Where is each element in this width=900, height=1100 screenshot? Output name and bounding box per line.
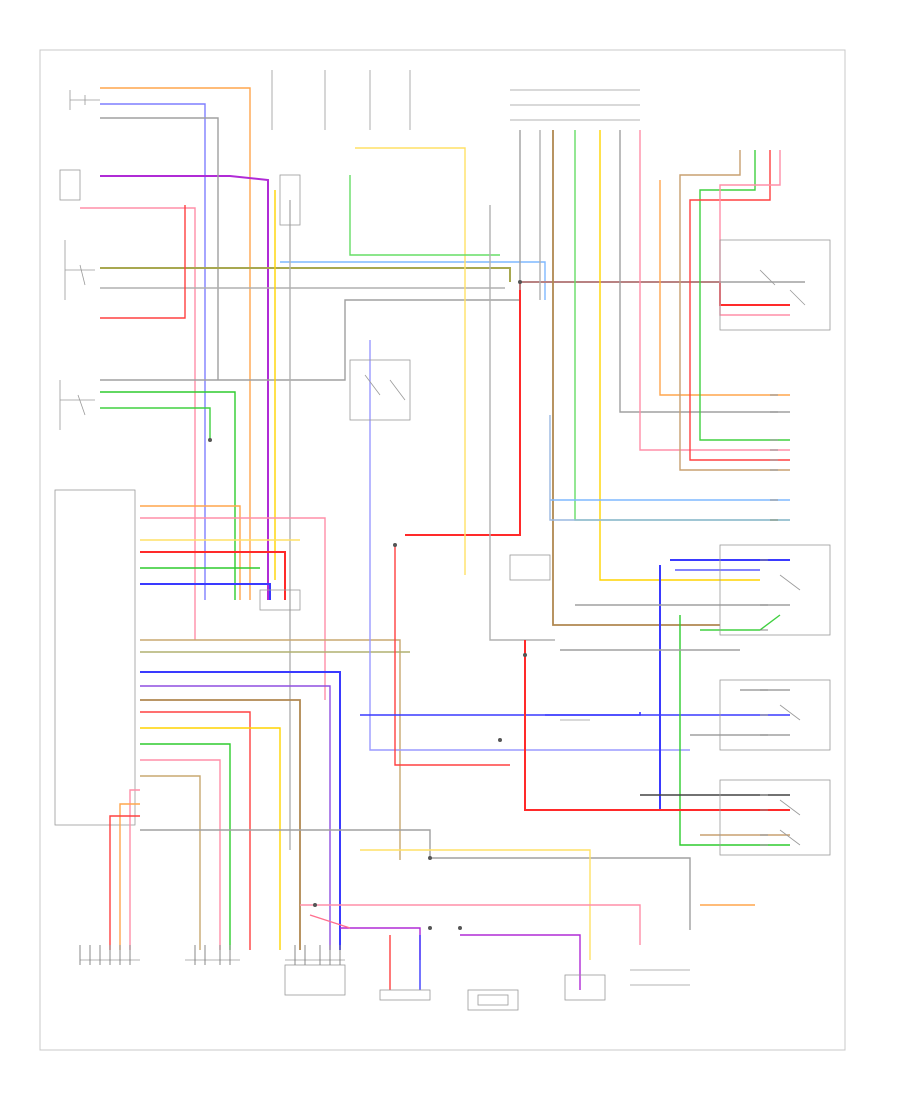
wire-lightblue-1 — [280, 261, 546, 300]
wire-purple-3 — [460, 934, 581, 990]
wire-blue-2 — [140, 583, 271, 600]
wires — [80, 87, 805, 990]
wire-orange-3 — [119, 803, 140, 950]
wire-pink-7 — [639, 130, 790, 451]
wire-lightblue-3 — [549, 415, 790, 521]
wire-yellow-5 — [360, 849, 591, 960]
connector-ticks — [79, 394, 778, 965]
wire-brown-5 — [679, 150, 790, 471]
wire-pink-6 — [309, 914, 351, 929]
wire-green-6 — [574, 130, 790, 521]
wire-purple-1 — [100, 175, 269, 600]
wire-green-7 — [699, 150, 790, 441]
wire-olive-1 — [100, 267, 511, 282]
wire-gray-3 — [100, 299, 520, 381]
wire-pink-1 — [80, 207, 196, 640]
wire-gray-9 — [619, 130, 790, 413]
diagram-frame — [39, 49, 846, 1051]
wire-gray-1 — [100, 117, 219, 380]
wire-blue-3 — [140, 671, 341, 950]
wire-brown-3 — [140, 775, 201, 950]
wire-pink-4 — [129, 789, 140, 950]
wire-violet-1 — [140, 685, 331, 950]
wire-green-4 — [140, 743, 231, 950]
wire-green-5 — [349, 175, 500, 256]
wire-brown-4 — [552, 130, 720, 626]
wire-yellow-6 — [599, 130, 760, 581]
wire-yellow-2 — [355, 147, 466, 575]
wire-gray-8 — [489, 205, 555, 641]
wire-brown-1 — [140, 639, 401, 860]
wire-pink-5 — [300, 904, 641, 945]
wire-pink-3 — [140, 759, 221, 950]
wire-blue-1 — [100, 103, 206, 600]
wire-brown-2 — [140, 699, 301, 950]
wire-orange-1 — [100, 87, 251, 600]
wire-red-9 — [689, 150, 790, 461]
wire-red-3 — [405, 282, 521, 536]
wire-red-1 — [100, 205, 186, 319]
wire-red-5 — [140, 711, 251, 950]
left-sensors — [54, 90, 136, 826]
wire-yellow-4 — [140, 727, 281, 950]
wire-red-8 — [394, 545, 510, 766]
wire-red-6 — [109, 815, 140, 950]
splice-points — [208, 280, 527, 930]
wire-gray-6 — [140, 829, 691, 930]
wire-red-4 — [140, 551, 286, 600]
wire-purple-2 — [340, 927, 421, 960]
wire-green-8 — [679, 615, 790, 846]
wire-red-10 — [524, 640, 790, 811]
wire-red-2 — [520, 281, 790, 306]
wire-green-1 — [100, 391, 236, 600]
wire-gray-7 — [369, 340, 690, 751]
wire-green-9 — [700, 614, 781, 631]
wire-pink-8 — [719, 150, 790, 316]
wire-green-2 — [100, 407, 211, 440]
wire-orange-5 — [659, 180, 790, 396]
